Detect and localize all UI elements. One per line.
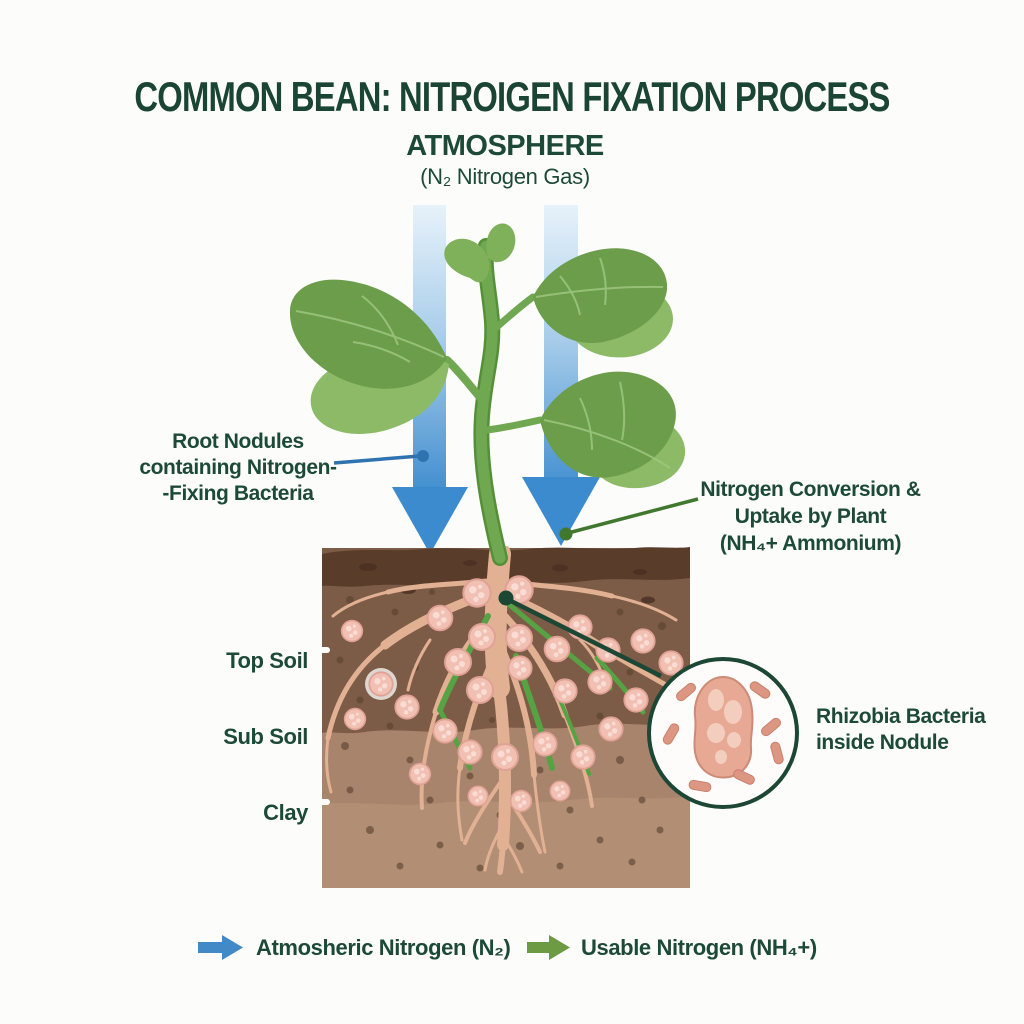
atmosphere-subheading: (N₂ Nitrogen Gas): [420, 164, 590, 189]
nitrogen-conversion-label: Nitrogen Conversion & Uptake by Plant (N…: [683, 476, 938, 557]
blue-right-arrow-icon: [198, 935, 243, 960]
nitrogen-conversion-line2: Uptake by Plant: [734, 505, 887, 528]
root-nodules-line2: containing Nitrogen-: [139, 456, 337, 479]
atmosphere-heading: ATMOSPHERE: [406, 130, 604, 162]
magnifier-callout-line: [498, 590, 663, 679]
root-nodules-line1: Root Nodules: [172, 430, 304, 453]
nodule-spots: [707, 689, 742, 764]
rhizobia-line2: inside Nodule: [816, 731, 949, 754]
rhizobia-label: Rhizobia Bacteria inside Nodule: [816, 704, 1024, 756]
legend-atmospheric-nitrogen: Atmosheric Nitrogen (N₂): [256, 935, 511, 960]
root-nodules-label: Root Nodules containing Nitrogen- -Fixin…: [113, 429, 363, 507]
nitrogen-conversion-line3: (NH₄+ Ammonium): [719, 532, 902, 555]
rhizobia-magnifier-circle: [647, 657, 799, 809]
page-title: COMMON BEAN: NITROIGEN FIXATION PROCESS: [134, 73, 890, 121]
soil-label-clay: Clay: [263, 800, 308, 825]
rhizobia-line1: Rhizobia Bacteria: [816, 705, 986, 728]
soil-layer-ticks: [310, 647, 330, 805]
legend-usable-nitrogen: Usable Nitrogen (NH₄+): [581, 935, 817, 960]
plant-stem: [443, 238, 544, 566]
plant-leaves: [289, 223, 686, 489]
root-nodules-group: [340, 575, 684, 813]
green-right-arrow-icon: [527, 935, 570, 960]
nitrogen-conversion-callout-line: [559, 497, 699, 541]
root-nodules-callout-line: [333, 450, 429, 465]
atmosphere-label: ATMOSPHERE (N₂ Nitrogen Gas): [355, 130, 655, 190]
soil-label-subsoil: Sub Soil: [223, 724, 308, 749]
nitrogen-conversion-line1: Nitrogen Conversion &: [700, 478, 921, 501]
soil-label-topsoil: Top Soil: [226, 648, 308, 673]
bean-plant: [289, 223, 686, 566]
root-nodules-line3: -Fixing Bacteria: [162, 482, 314, 505]
